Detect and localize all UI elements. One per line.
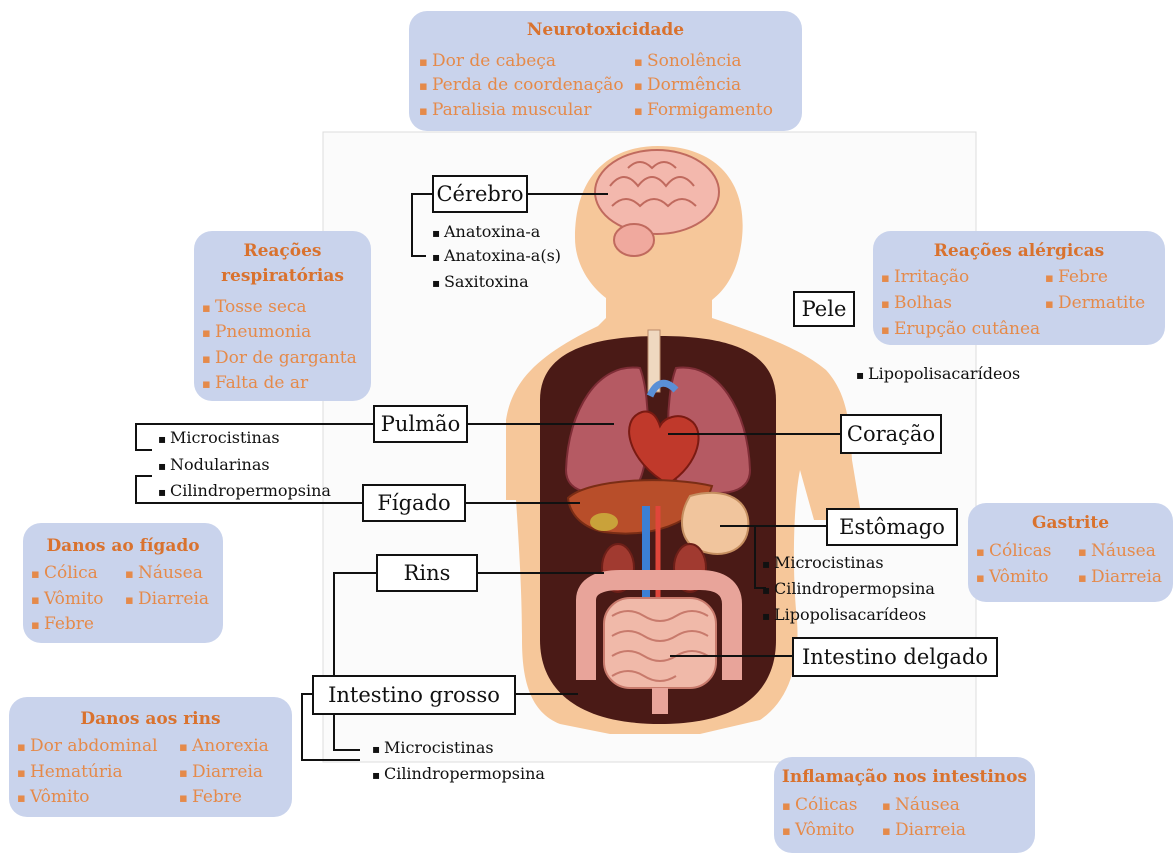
effect-item: Cólicas — [782, 795, 857, 815]
toxin-item: Lipopolisacarídeos — [856, 364, 1020, 383]
toxin-item: Anatoxina-a(s) — [432, 246, 561, 265]
effect-item: Diarreia — [125, 589, 209, 609]
cerebellum-shape — [614, 224, 654, 256]
effect-item: Bolhas — [881, 293, 952, 313]
effect-item: Dermatite — [1045, 293, 1145, 313]
effect-item: Irritação — [881, 267, 969, 287]
organ-label-intestino-grosso: Intestino grosso — [312, 675, 516, 715]
toxin-item: Lipopolisacarídeos — [762, 605, 926, 624]
effect-item: Vômito — [782, 820, 855, 840]
effect-item: Vômito — [31, 589, 104, 609]
toxin-item: Nodularinas — [158, 455, 270, 474]
panel-danos-rins: Danos aos rins Dor abdominal Anorexia He… — [9, 697, 292, 817]
toxin-item: Anatoxina-a — [432, 222, 540, 241]
toxin-item: Microcistinas — [762, 553, 884, 572]
organ-label-estomago: Estômago — [826, 508, 958, 546]
effect-item: Cólicas — [976, 541, 1051, 561]
effect-item: Vômito — [976, 567, 1049, 587]
panel-title: Danos ao fígado — [23, 536, 223, 556]
panel-reacoes-respiratorias: Reações respiratórias Tosse seca Pneumon… — [194, 231, 371, 401]
effect-item: Febre — [31, 614, 94, 634]
panel-title: Neurotoxicidade — [409, 20, 802, 40]
effect-item: Náusea — [1078, 541, 1156, 561]
effect-item: Pneumonia — [202, 322, 311, 342]
effect-item: Dor abdominal — [17, 736, 158, 756]
organ-label-figado: Fígado — [362, 484, 466, 522]
effect-item: Falta de ar — [202, 373, 308, 393]
toxin-item: Cilindropermopsina — [372, 764, 545, 783]
effect-item: Dormência — [634, 75, 741, 95]
organ-label-pele: Pele — [793, 291, 855, 327]
panel-inflamacao-intestinos: Inflamação nos intestinos Cólicas Náusea… — [774, 757, 1035, 853]
effect-item: Febre — [179, 787, 242, 807]
panel-title: Gastrite — [968, 513, 1173, 533]
effect-item: Febre — [1045, 267, 1108, 287]
panel-danos-figado: Danos ao fígado Cólica Náusea Vômito Dia… — [23, 523, 223, 643]
organ-label-intestino-delgado: Intestino delgado — [792, 637, 998, 677]
panel-title: Reações — [194, 241, 371, 261]
effect-item: Diarreia — [1078, 567, 1162, 587]
panel-title: Danos aos rins — [9, 709, 292, 729]
effect-item: Paralisia muscular — [419, 100, 592, 120]
effect-item: Dor de cabeça — [419, 51, 556, 71]
effect-item: Náusea — [125, 563, 203, 583]
panel-title: Reações alérgicas — [873, 241, 1165, 261]
effect-item: Hematúria — [17, 762, 123, 782]
panel-reacoes-alergicas: Reações alérgicas Irritação Febre Bolhas… — [873, 231, 1165, 345]
panel-gastrite: Gastrite Cólicas Náusea Vômito Diarreia — [968, 503, 1173, 602]
toxin-item: Microcistinas — [158, 428, 280, 447]
effect-item: Diarreia — [179, 762, 263, 782]
organ-label-pulmao: Pulmão — [373, 405, 468, 443]
effect-item: Cólica — [31, 563, 98, 583]
effect-item: Diarreia — [882, 820, 966, 840]
effect-item: Vômito — [17, 787, 90, 807]
panel-title: respiratórias — [194, 266, 371, 286]
effect-item: Tosse seca — [202, 297, 307, 317]
toxin-item: Saxitoxina — [432, 272, 529, 291]
toxin-item: Cilindropermopsina — [158, 481, 331, 500]
effect-item: Sonolência — [634, 51, 742, 71]
organ-label-cerebro: Cérebro — [432, 175, 528, 213]
effect-item: Dor de garganta — [202, 348, 357, 368]
panel-title: Inflamação nos intestinos — [774, 767, 1035, 787]
effect-item: Formigamento — [634, 100, 773, 120]
effect-item: Anorexia — [179, 736, 269, 756]
effect-item: Perda de coordenação — [419, 75, 624, 95]
brain-shape — [595, 150, 719, 234]
toxin-item: Microcistinas — [372, 738, 494, 757]
effect-item: Erupção cutânea — [881, 319, 1040, 339]
organ-label-rins: Rins — [376, 554, 478, 592]
gallbladder-shape — [590, 513, 618, 531]
panel-neurotoxicidade: Neurotoxicidade Dor de cabeça Sonolência… — [409, 11, 802, 131]
effect-item: Náusea — [882, 795, 960, 815]
toxin-item: Cilindropermopsina — [762, 579, 935, 598]
organ-label-coracao: Coração — [840, 414, 942, 454]
